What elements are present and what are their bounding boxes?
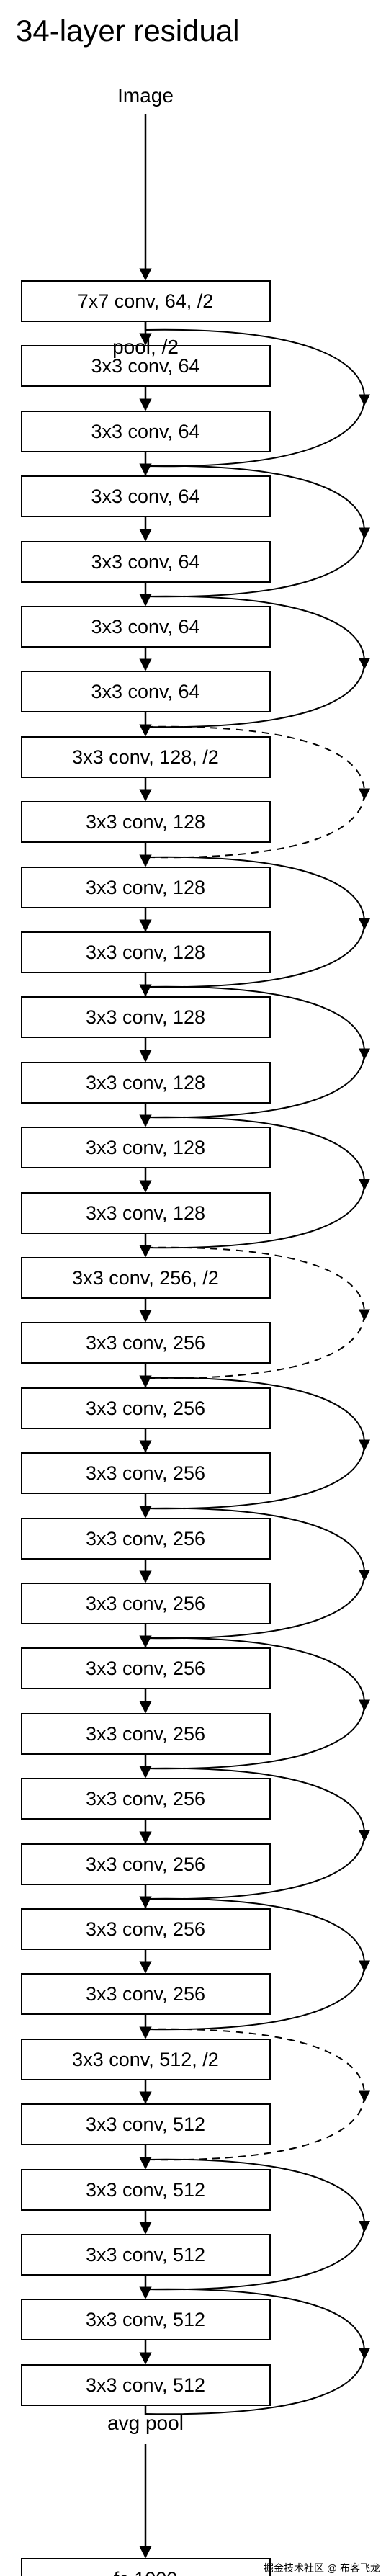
layer-label: 3x3 conv, 256 xyxy=(86,1983,205,2005)
layer-label: 3x3 conv, 512 xyxy=(86,2244,205,2266)
layer-label: 3x3 conv, 256 xyxy=(86,1462,205,1484)
layer-label: 3x3 conv, 512 xyxy=(86,2114,205,2135)
layer-label: 3x3 conv, 64 xyxy=(91,551,199,573)
layer-box xyxy=(21,606,271,648)
shortcut-arrowhead xyxy=(359,1439,370,1452)
shortcut-arrowhead xyxy=(359,1960,370,1972)
avg-pool-label: avg pool xyxy=(107,2412,184,2434)
layer-box xyxy=(21,2169,271,2211)
layer-box xyxy=(21,801,271,843)
layer-box xyxy=(21,1192,271,1234)
layer-box xyxy=(21,1127,271,1168)
layer-label: 3x3 conv, 128 xyxy=(86,811,205,833)
layer-label: 3x3 conv, 256 xyxy=(86,1658,205,1679)
shortcut-arrowhead xyxy=(359,788,370,800)
watermark: 掘金技术社区 @ 布客飞龙 xyxy=(264,2562,380,2574)
layer-box xyxy=(21,1908,271,1950)
shortcut-arrowhead xyxy=(359,1830,370,1842)
layer-label: 3x3 conv, 128 xyxy=(86,1202,205,1224)
shortcut-arrowhead xyxy=(359,527,370,540)
layer-box xyxy=(21,2039,271,2080)
shortcut-arrowhead xyxy=(359,1048,370,1060)
shortcut-arrowhead xyxy=(359,2221,370,2232)
layer-label: 3x3 conv, 256 xyxy=(86,1918,205,1940)
layer-label: 3x3 conv, 128 xyxy=(86,1137,205,1158)
layer-label: 3x3 conv, 256 xyxy=(86,1332,205,1354)
layer-box xyxy=(21,931,271,973)
layer-label: 3x3 conv, 256 xyxy=(86,1853,205,1875)
layer-label: 3x3 conv, 256 xyxy=(86,1528,205,1549)
diagram-title: 34-layer residual xyxy=(16,14,240,48)
layer-label: 3x3 conv, 64 xyxy=(91,421,199,442)
layer-label: 7x7 conv, 64, /2 xyxy=(78,290,214,312)
layer-label: 3x3 conv, 64 xyxy=(91,681,199,702)
layer-label: 3x3 conv, 256, /2 xyxy=(72,1267,219,1289)
shortcut-arrowhead xyxy=(359,1699,370,1712)
layer-box xyxy=(21,1973,271,2015)
layer-box xyxy=(21,345,271,387)
layer-box xyxy=(21,736,271,778)
layer-label: 3x3 conv, 512 xyxy=(86,2374,205,2396)
layer-label: 3x3 conv, 128, /2 xyxy=(72,746,219,768)
shortcut-curve xyxy=(145,1246,366,1379)
layer-box xyxy=(21,1843,271,1885)
layer-label: fc 1000 xyxy=(114,2568,178,2576)
layer-box xyxy=(21,1778,271,1820)
shortcut-arrowhead xyxy=(359,658,370,670)
layer-box xyxy=(21,2234,271,2276)
layer-label: 3x3 conv, 64 xyxy=(91,355,199,377)
shortcut-arrowhead xyxy=(359,2348,370,2360)
layer-box xyxy=(21,541,271,583)
layer-box xyxy=(21,2103,271,2145)
shortcut-arrowhead xyxy=(359,1309,370,1321)
layer-label: 3x3 conv, 512, /2 xyxy=(72,2049,219,2070)
layer-box xyxy=(21,1647,271,1689)
layer-label: 3x3 conv, 64 xyxy=(91,616,199,638)
layer-box xyxy=(21,867,271,908)
shortcut-curve xyxy=(145,725,366,859)
layer-label: 3x3 conv, 512 xyxy=(86,2309,205,2330)
layer-label: 3x3 conv, 64 xyxy=(91,486,199,507)
layer-box xyxy=(21,2364,271,2406)
input-label: Image xyxy=(117,84,174,107)
layer-box xyxy=(21,475,271,517)
shortcut-arrowhead xyxy=(359,918,370,930)
shortcut-curve xyxy=(145,2028,366,2161)
layer-box xyxy=(21,996,271,1038)
layer-label: 3x3 conv, 128 xyxy=(86,877,205,898)
layer-label: 3x3 conv, 128 xyxy=(86,1006,205,1028)
layer-label: 3x3 conv, 512 xyxy=(86,2179,205,2201)
shortcut-arrowhead xyxy=(359,1179,370,1191)
layer-label: 3x3 conv, 128 xyxy=(86,942,205,963)
layer-box xyxy=(21,1452,271,1494)
layer-label: 3x3 conv, 128 xyxy=(86,1072,205,1094)
shortcut-arrowhead xyxy=(359,394,370,406)
layer-label: 3x3 conv, 256 xyxy=(86,1788,205,1810)
layer-label: 3x3 conv, 256 xyxy=(86,1593,205,1614)
layer-label: 3x3 conv, 256 xyxy=(86,1723,205,1745)
shortcut-arrowhead xyxy=(359,2090,370,2103)
layer-label: 3x3 conv, 256 xyxy=(86,1397,205,1419)
layer-box xyxy=(21,1387,271,1429)
layer-box xyxy=(21,2299,271,2340)
layer-box xyxy=(21,2558,271,2576)
layer-box xyxy=(21,671,271,712)
shortcut-arrowhead xyxy=(359,1570,370,1581)
layer-box xyxy=(21,1062,271,1104)
